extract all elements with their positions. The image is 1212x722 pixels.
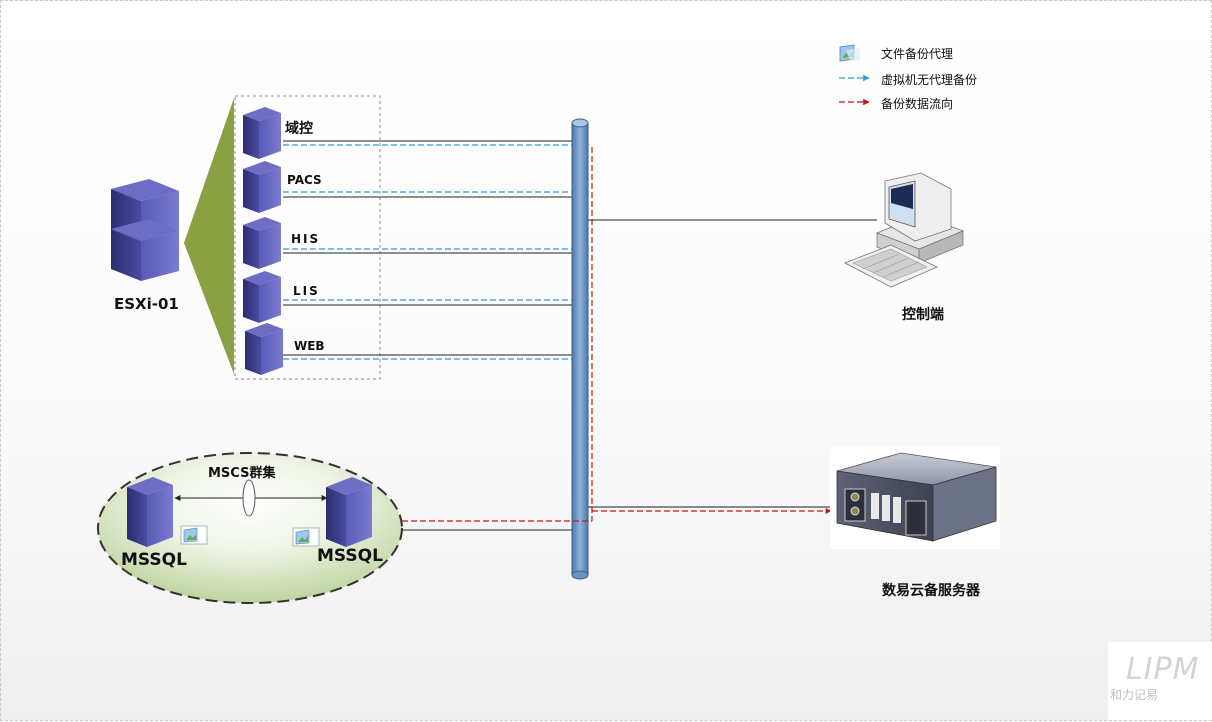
console-label: 控制端 bbox=[902, 307, 944, 323]
cluster-title: MSCS群集 bbox=[208, 466, 276, 481]
vm-server-icon-5 bbox=[245, 323, 283, 375]
backup-agent-icon bbox=[839, 44, 860, 62]
vm-server-icon-1 bbox=[243, 107, 281, 159]
legend-label-dataflow: 备份数据流向 bbox=[881, 97, 954, 111]
vm-label-domain-controller: 域控 bbox=[285, 121, 313, 137]
cluster-heartbeat-node bbox=[242, 479, 256, 517]
vm-label-lis: LIS bbox=[293, 284, 320, 298]
esxi-host-label: ESXi-01 bbox=[114, 295, 179, 313]
watermark-caption: 和力记易 bbox=[1110, 688, 1159, 702]
cloud-server-label: 数易云备服务器 bbox=[882, 583, 980, 599]
vm-links bbox=[283, 140, 574, 356]
backup-agent-icon-right bbox=[292, 527, 320, 547]
vm-server-icon-3 bbox=[243, 217, 281, 269]
vm-server-icon-4 bbox=[243, 271, 281, 323]
agentless-backup-arrows bbox=[283, 142, 590, 362]
vm-label-his: HIS bbox=[291, 232, 321, 246]
network-backbone bbox=[571, 118, 589, 580]
vm-server-icon-2 bbox=[243, 161, 281, 213]
mssql-left-label: MSSQL bbox=[121, 550, 187, 570]
esxi-host-icon bbox=[111, 179, 179, 281]
watermark-logo: LIPM 和力记易 bbox=[1108, 642, 1212, 720]
vm-label-web: WEB bbox=[294, 339, 325, 353]
backup-agent-icon-left bbox=[180, 525, 208, 545]
watermark-logo-text: LIPM bbox=[1126, 652, 1200, 687]
mssql-server-icon-left bbox=[127, 477, 173, 547]
mssql-right-label: MSSQL bbox=[317, 546, 383, 566]
legend bbox=[839, 44, 870, 106]
vm-label-pacs: PACS bbox=[287, 173, 322, 187]
legend-label-agent: 文件备份代理 bbox=[881, 47, 954, 61]
cloud-server-icon bbox=[830, 446, 1000, 549]
console-computer-icon bbox=[844, 172, 965, 288]
host-vm-cone bbox=[184, 98, 234, 374]
mssql-server-icon-right bbox=[326, 477, 372, 547]
legend-label-agentless: 虚拟机无代理备份 bbox=[881, 73, 978, 87]
